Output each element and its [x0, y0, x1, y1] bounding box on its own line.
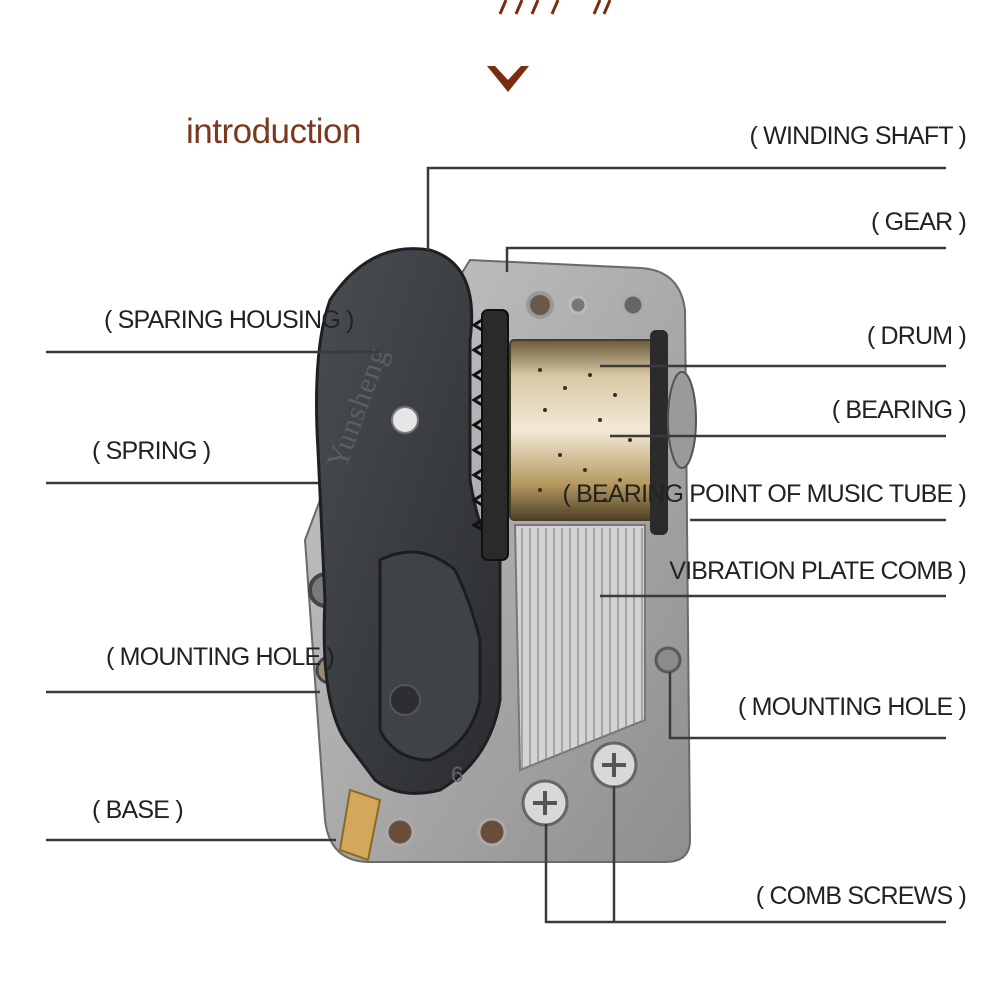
vibration-comb [513, 524, 646, 772]
leader-comb-screws [544, 824, 946, 924]
mounting-hole [477, 817, 507, 847]
comb-teeth [521, 528, 643, 768]
label-comb-screws: ( COMB SCREWS ) [755, 882, 967, 910]
housing-number: 6 [451, 762, 463, 787]
label-bearing-point: ( BEARING POINT OF MUSIC TUBE ) [562, 480, 967, 508]
label-vibration-comb: VIBRATION PLATE COMB ) [669, 557, 967, 585]
housing-pin [389, 684, 421, 716]
leader-lines [46, 166, 946, 924]
label-mounting-hole-right: ( MOUNTING HOLE ) [737, 693, 967, 721]
label-gear: ( GEAR ) [871, 208, 967, 236]
leader-gear [505, 246, 946, 272]
diagram-title: introduction [186, 112, 361, 151]
label-sparing-housing: ( SPARING HOUSING ) [104, 306, 354, 334]
label-mounting-hole-left: ( MOUNTING HOLE ) [106, 643, 335, 671]
base-tab [338, 788, 382, 862]
mounting-hole-right [654, 646, 682, 674]
label-base: ( BASE ) [92, 796, 184, 824]
arrow-down-icon [487, 66, 529, 92]
plate-hole [568, 295, 588, 315]
bearing-cap [667, 371, 697, 469]
gear-teeth [471, 318, 483, 532]
label-bearing: ( BEARING ) [831, 396, 967, 424]
comb-screw-right [590, 741, 638, 789]
label-spring: ( SPRING ) [92, 437, 211, 465]
plate-hole [621, 293, 645, 317]
mounting-hole [385, 817, 415, 847]
top-decoration [498, 0, 612, 15]
plate-hole [526, 291, 554, 319]
label-drum: ( DRUM ) [866, 322, 967, 350]
bearing [650, 330, 668, 535]
leader-mounting-hole-right [668, 672, 946, 740]
gear [481, 309, 509, 561]
leader-winding-shaft [426, 166, 946, 250]
housing-rivet [391, 406, 419, 434]
drum-pins [538, 368, 632, 502]
label-winding-shaft: ( WINDING SHAFT ) [749, 122, 967, 150]
comb-screw-left [521, 779, 569, 827]
